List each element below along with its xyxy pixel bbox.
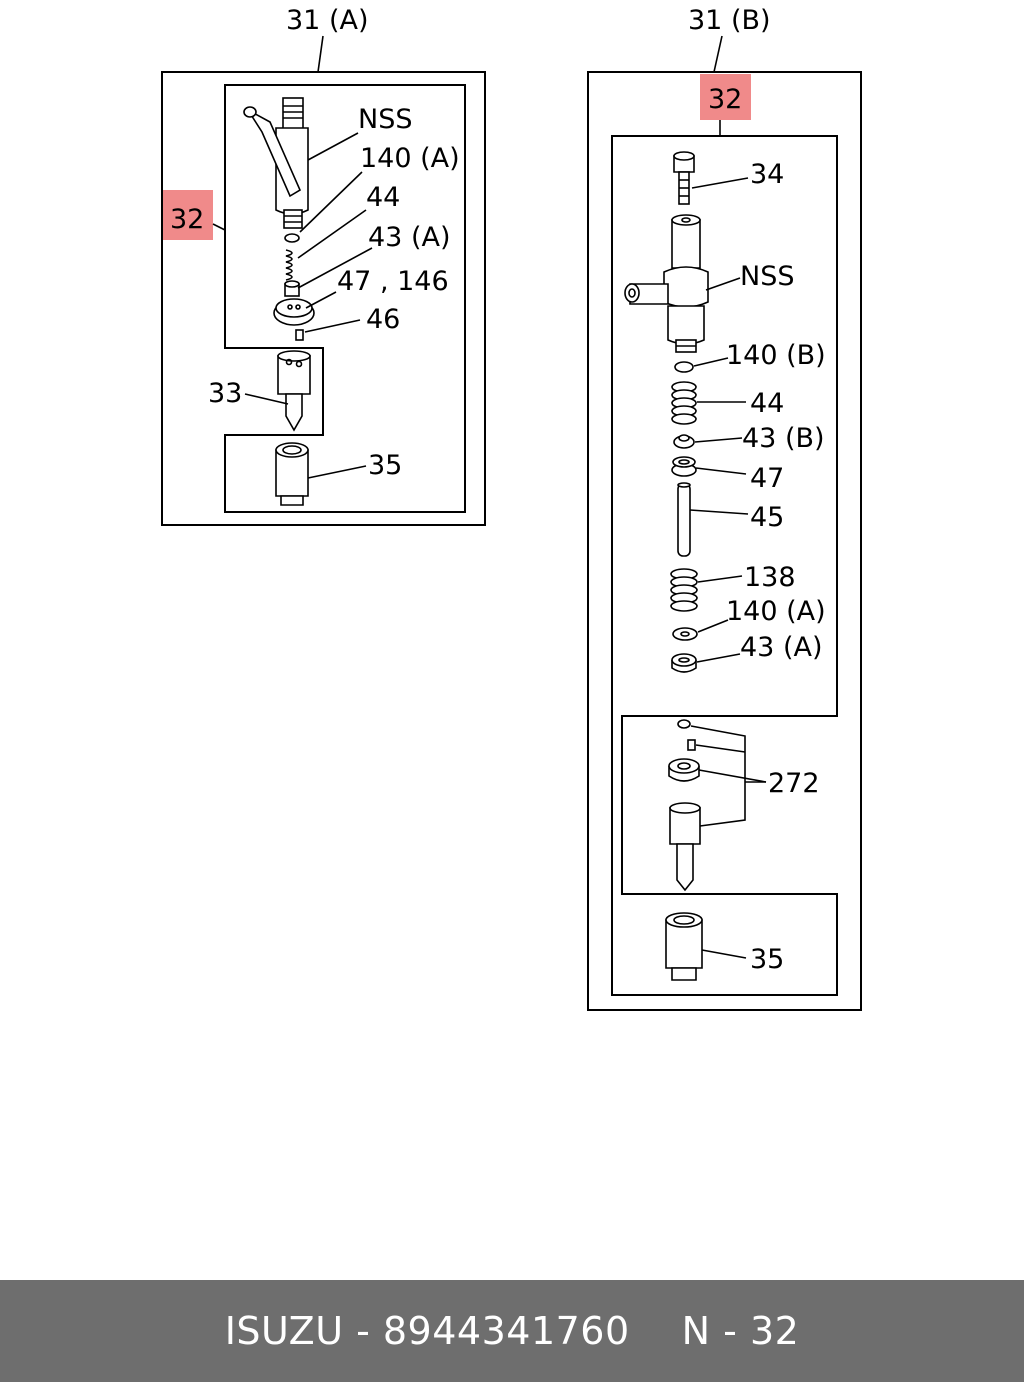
callout-32a: 32 <box>170 204 204 235</box>
label-33-a: 33 <box>208 378 242 409</box>
spring-seat-43a-b <box>671 653 697 673</box>
nozzle-33 <box>277 350 311 432</box>
highlight-32b <box>700 74 751 120</box>
washer-140b <box>674 361 694 373</box>
assembly-32b-frame <box>611 135 838 996</box>
label-140b-b: 140 (B) <box>726 340 826 371</box>
label-nss-b: NSS <box>740 261 794 292</box>
spacer-47b <box>671 456 697 477</box>
spring-seat-43b <box>673 434 695 449</box>
highlight-32a <box>163 190 213 240</box>
assembly-31a-frame <box>161 71 486 526</box>
label-nss-a: NSS <box>358 104 412 135</box>
footer-part-number: ISUZU - 8944341760 <box>224 1309 630 1353</box>
assembly-31b: 31 (B) 32 <box>587 5 862 1011</box>
spring-138 <box>670 568 698 612</box>
label-140a-a: 140 (A) <box>360 143 460 174</box>
label-272-b: 272 <box>768 768 820 799</box>
label-35-a: 35 <box>368 450 402 481</box>
label-35-b: 35 <box>750 944 784 975</box>
label-43a-b: 43 (A) <box>740 632 822 663</box>
label-34-b: 34 <box>750 159 784 190</box>
label-47-b: 47 <box>750 463 784 494</box>
washer-140a-b <box>672 627 698 641</box>
spring-seat-43a <box>284 280 300 297</box>
label-46-a: 46 <box>366 304 400 335</box>
label-44-a: 44 <box>366 182 400 213</box>
parts-diagram: 31 (A) 32 <box>161 5 862 1011</box>
assembly-31b-title: 31 (B) <box>688 5 771 36</box>
label-44-b: 44 <box>750 388 784 419</box>
label-47-146-a: 47 , 146 <box>337 266 449 297</box>
nozzle-kit-272 <box>668 719 701 892</box>
washer-140a <box>284 233 300 243</box>
retaining-nut-35a <box>275 442 309 506</box>
label-140a-b: 140 (A) <box>726 596 826 627</box>
bolt-34 <box>673 151 695 205</box>
spring-44a <box>285 249 293 281</box>
assembly-31a-title: 31 (A) <box>286 5 368 36</box>
injector-body-a <box>243 97 309 229</box>
spring-44b <box>671 381 697 425</box>
label-43b-b: 43 (B) <box>742 423 825 454</box>
footer-bar: ISUZU - 8944341760 N - 32 <box>0 1280 1024 1382</box>
injector-body-b <box>624 214 709 353</box>
assembly-31b-frame <box>587 71 862 1011</box>
pin-46 <box>295 329 304 341</box>
assembly-31a: 31 (A) 32 <box>161 5 486 526</box>
label-43a-a: 43 (A) <box>368 222 450 253</box>
pushrod-45 <box>677 482 691 557</box>
spacer-47-146 <box>273 298 315 326</box>
label-45-b: 45 <box>750 502 784 533</box>
callout-32b: 32 <box>708 84 742 115</box>
assembly-32a-frame <box>224 84 466 513</box>
footer-page-ref: N - 32 <box>681 1309 800 1353</box>
retaining-nut-35b <box>665 912 703 981</box>
label-138-b: 138 <box>744 562 796 593</box>
